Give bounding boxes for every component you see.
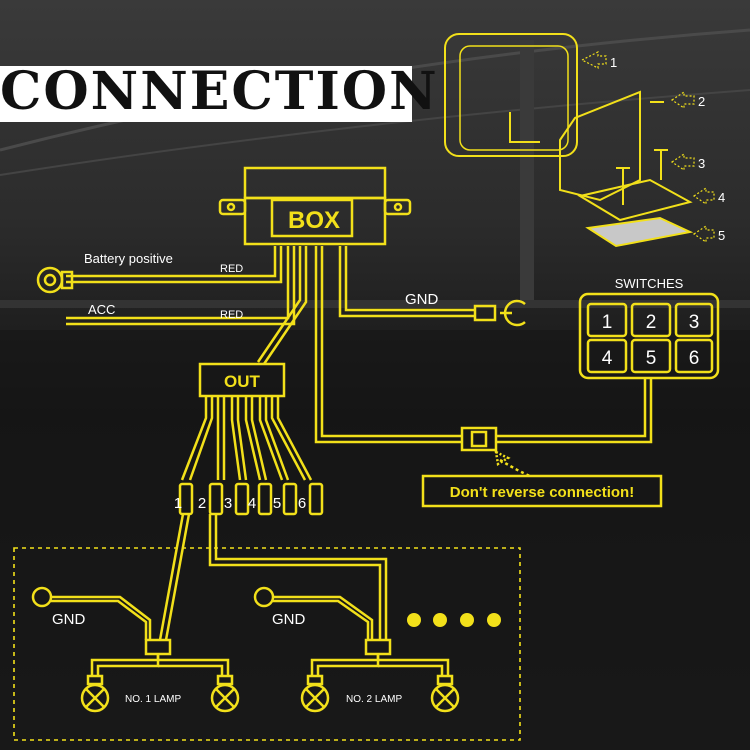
lamp-icon xyxy=(210,683,240,713)
part-number: 5 xyxy=(718,228,725,243)
mount-plate xyxy=(577,178,693,222)
box-to-out-wire xyxy=(256,246,302,363)
acc-wire-color: RED xyxy=(220,309,243,321)
battery-wire-color: RED xyxy=(220,263,243,275)
output-number: 3 xyxy=(224,495,232,512)
switch-key-label: 4 xyxy=(602,348,613,369)
output-number: 4 xyxy=(248,495,256,512)
out-box xyxy=(198,362,286,398)
box-top xyxy=(243,166,387,200)
acc-label: ACC xyxy=(88,302,115,317)
output-number: 6 xyxy=(298,495,306,512)
box-body xyxy=(243,196,387,246)
switch-key-label: 5 xyxy=(646,348,657,369)
output-connector xyxy=(257,482,273,516)
lamp2-gnd-label: GND xyxy=(272,611,306,628)
out-label: OUT xyxy=(224,372,261,391)
output-connector xyxy=(208,482,224,516)
box-right-ear xyxy=(383,198,412,216)
gnd-fork-terminal xyxy=(503,299,526,327)
battery-ring-terminal xyxy=(36,266,64,294)
switch-key[interactable] xyxy=(630,338,672,374)
lamp1-gnd-label: GND xyxy=(52,611,86,628)
output-connector xyxy=(234,482,250,516)
output-connector xyxy=(308,482,324,516)
lamp-icon xyxy=(300,683,330,713)
output-connector xyxy=(282,482,298,516)
lamp-icon xyxy=(430,683,460,713)
output-number: 2 xyxy=(198,495,206,512)
switch-key[interactable] xyxy=(630,302,672,338)
switch-key-label: 1 xyxy=(602,312,613,333)
lamp2-gnd-terminal xyxy=(253,586,275,608)
switches-label: SWITCHES xyxy=(615,276,684,291)
screw-icon xyxy=(654,149,668,180)
switch-key[interactable] xyxy=(586,302,628,338)
adhesive-pad xyxy=(585,216,694,248)
more-lamps-dots xyxy=(407,613,501,627)
mount-bracket xyxy=(559,90,641,202)
box-label-frame xyxy=(270,198,354,238)
switch-key-label: 6 xyxy=(689,348,700,369)
output-number: 5 xyxy=(273,495,281,512)
switch-key[interactable] xyxy=(674,338,714,374)
box-left-ear xyxy=(218,198,247,216)
gnd-wire xyxy=(338,246,475,318)
gnd-label: GND xyxy=(405,291,439,308)
output-number: 1 xyxy=(174,495,182,512)
controller-housing xyxy=(444,33,578,157)
lamp1-label: NO. 1 LAMP xyxy=(125,694,181,705)
lamp1-gnd-terminal xyxy=(31,586,53,608)
switch-key-label: 3 xyxy=(689,312,700,333)
lamp-area xyxy=(13,547,521,741)
part-number: 4 xyxy=(718,190,725,205)
output-connector xyxy=(178,482,194,516)
warning-box xyxy=(421,474,663,508)
part-number: 1 xyxy=(610,55,617,70)
battery-label: Battery positive xyxy=(84,251,173,266)
connector xyxy=(460,426,498,452)
switch-key[interactable] xyxy=(674,302,714,338)
switch-key-label: 2 xyxy=(646,312,657,333)
lamp2-label: NO. 2 LAMP xyxy=(346,694,402,705)
lamp-icon xyxy=(80,683,110,713)
battery-wire xyxy=(66,246,277,278)
title-background xyxy=(0,66,412,122)
page-title: CONNECTION xyxy=(0,61,439,122)
box-label: BOX xyxy=(288,207,340,234)
warning-text: Don't reverse connection! xyxy=(450,484,634,501)
screw-icon xyxy=(616,167,630,205)
switch-key[interactable] xyxy=(586,338,628,374)
switch-cable xyxy=(314,246,462,444)
switch-panel xyxy=(578,292,720,380)
part-number: 2 xyxy=(698,94,705,109)
part-number: 3 xyxy=(698,156,705,171)
